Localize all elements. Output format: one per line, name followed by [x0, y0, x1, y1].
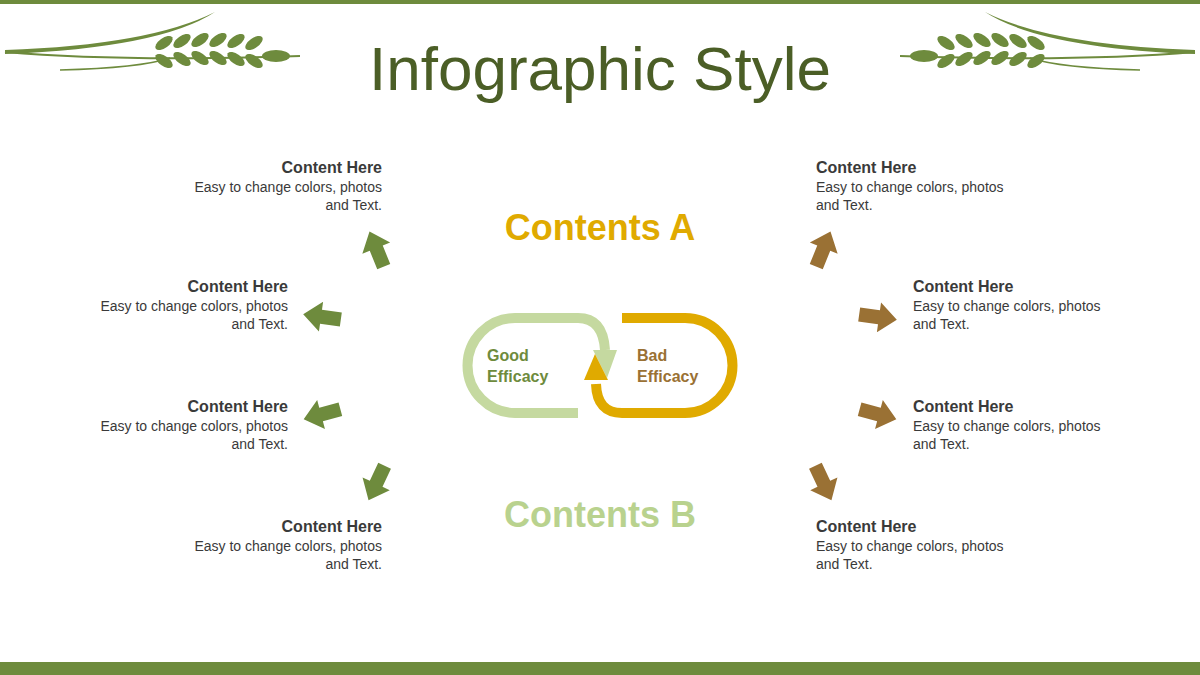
section-heading: Contents A [505, 210, 696, 246]
item-heading: Content Here [816, 158, 916, 178]
block-arrows [300, 226, 900, 507]
item-heading: Content Here [188, 397, 288, 417]
block-arrow [355, 459, 398, 506]
loop-node: Good Efficacy [487, 345, 567, 387]
item-body: Easy to change colors, photos and Text. [78, 417, 288, 453]
top-bar [0, 0, 1200, 4]
item-heading: Content Here [913, 397, 1013, 417]
wheat-decoration [900, 12, 1195, 71]
item-body: Easy to change colors, photos and Text. [172, 537, 382, 573]
efficacy-loops [468, 318, 733, 413]
item-heading: Content Here [816, 517, 916, 537]
block-arrow [300, 395, 344, 434]
item-heading: Content Here [282, 517, 382, 537]
efficacy-label: Bad Efficacy [637, 345, 717, 387]
section-heading: Contents B [504, 497, 696, 533]
item-body: Easy to change colors, photos and Text. [816, 178, 1026, 214]
item-heading: Content Here [282, 158, 382, 178]
item-body: Easy to change colors, photos and Text. [78, 297, 288, 333]
block-arrow [301, 299, 343, 334]
loop-node: Bad Efficacy [637, 345, 717, 387]
item-body: Easy to change colors, photos and Text. [172, 178, 382, 214]
bottom-bar [0, 662, 1200, 675]
block-arrow [802, 226, 844, 272]
item-heading: Content Here [188, 277, 288, 297]
item-heading: Content Here [913, 277, 1013, 297]
wheat-decoration [5, 12, 300, 71]
item-body: Easy to change colors, photos and Text. [913, 417, 1123, 453]
efficacy-label: Good Efficacy [487, 345, 567, 387]
block-arrow [856, 395, 900, 434]
block-arrow [356, 226, 398, 272]
block-arrow [857, 300, 899, 335]
item-body: Easy to change colors, photos and Text. [816, 537, 1026, 573]
item-body: Easy to change colors, photos and Text. [913, 297, 1123, 333]
title: Infographic Style [369, 38, 831, 100]
block-arrow [802, 459, 845, 506]
